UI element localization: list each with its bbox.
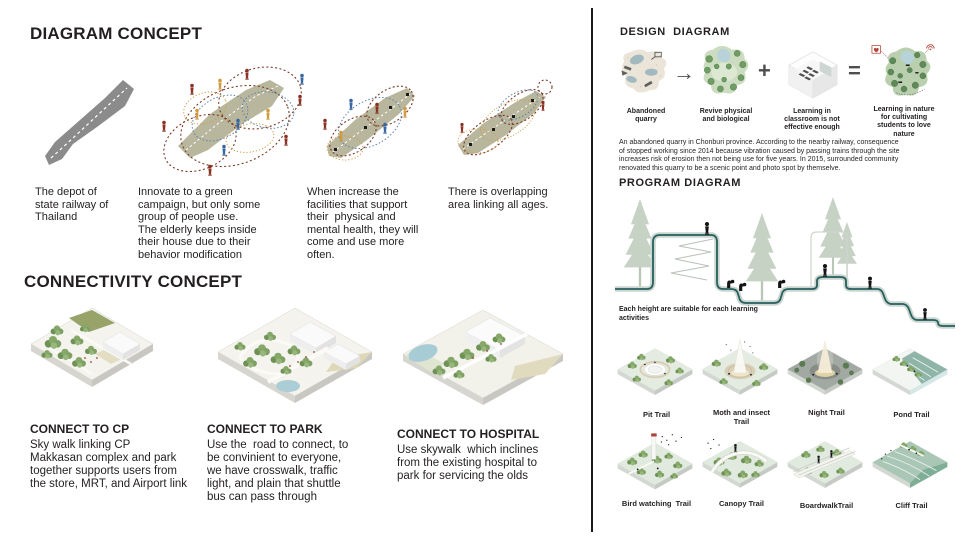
concept-diagram-facilities xyxy=(315,68,425,168)
connect-hospital-title: CONNECT TO HOSPITAL xyxy=(397,427,540,441)
trail-label: Night Trail xyxy=(808,408,845,417)
classroom-icon xyxy=(783,48,843,104)
quarry-description: An abandoned quarry in Chonburi province… xyxy=(619,139,900,172)
connect-cp-body: Sky walk linking CP Makkasan complex and… xyxy=(30,439,188,490)
nature-learning-map-icon xyxy=(868,40,940,106)
step-caption-1: Abandoned quarry xyxy=(626,108,666,124)
trail-label: Canopy Trail xyxy=(718,499,764,508)
revived-map-icon xyxy=(698,42,754,104)
trail-card-birdwatching: Bird watching Trail xyxy=(614,428,699,509)
iso-diagram-cp xyxy=(25,302,160,424)
pit-trail-icon xyxy=(617,348,693,396)
program-section-diagram xyxy=(615,192,955,342)
connect-park-body: Use the road to connect, to be convinien… xyxy=(207,439,349,503)
trail-card-cliff: Cliff Trail xyxy=(869,434,954,511)
concept-caption-3: When increase the facilities that suppor… xyxy=(307,186,419,261)
quarry-map-icon xyxy=(617,45,673,103)
connect-park-title: CONNECT TO PARK xyxy=(207,422,323,436)
connectivity-concept-heading: CONNECTIVITY CONCEPT xyxy=(24,272,243,291)
program-diagram-heading: PROGRAM DIAGRAM xyxy=(619,177,742,189)
connect-park-block: CONNECT TO PARK Use the road to connect,… xyxy=(207,422,395,504)
trail-label: Pond Trail xyxy=(893,410,930,419)
iso-diagram-park xyxy=(210,302,380,424)
trail-card-pit: Pit Trail xyxy=(614,343,699,420)
trail-card-moth: Moth and insect Trail xyxy=(699,337,784,426)
concept-diagram-depot xyxy=(35,72,140,167)
trail-card-night: Night Trail xyxy=(784,337,869,418)
design-diagram-heading: DESIGN DIAGRAM xyxy=(620,26,730,38)
trail-label: Moth and insect Trail xyxy=(712,408,771,426)
connect-hospital-block: CONNECT TO HOSPITAL Use skywalk which in… xyxy=(397,427,577,483)
connect-hospital-body: Use skywalk which inclines from the exis… xyxy=(397,444,539,482)
trail-card-pond: Pond Trail xyxy=(869,343,954,420)
diagram-concept-heading: DIAGRAM CONCEPT xyxy=(30,24,203,43)
concept-diagram-loops xyxy=(150,58,315,183)
trail-label: Pit Trail xyxy=(642,410,671,419)
concept-caption-2: Innovate to a green campaign, but only s… xyxy=(138,186,261,261)
connect-cp-title: CONNECT TO CP xyxy=(30,422,130,436)
vertical-divider xyxy=(591,8,593,532)
concept-caption-4: There is overlapping area linking all ag… xyxy=(448,186,549,211)
equals-operator: = xyxy=(848,58,861,83)
trail-label: Bird watching Trail xyxy=(621,499,692,508)
trail-label: Cliff Trail xyxy=(895,501,928,510)
concept-diagram-overlap xyxy=(448,75,560,163)
trail-card-boardwalk: BoardwalkTrail xyxy=(784,436,869,511)
arrow-operator: → xyxy=(673,60,695,85)
step-caption-4: Learning in nature for cultivating stude… xyxy=(873,106,935,138)
plus-operator: + xyxy=(758,58,771,83)
trail-card-canopy: Canopy Trail xyxy=(699,432,784,509)
concept-caption-1: The depot of state railway of Thailand xyxy=(35,186,109,223)
iso-diagram-hospital xyxy=(395,306,570,421)
program-note: Each height are suitable for each learni… xyxy=(619,306,758,322)
step-caption-3: Learning in classroom is not effective e… xyxy=(784,108,840,132)
step-caption-2: Revive physical and biological xyxy=(699,108,753,124)
trail-label: BoardwalkTrail xyxy=(799,501,854,510)
connect-cp-block: CONNECT TO CP Sky walk linking CP Makkas… xyxy=(30,422,208,491)
